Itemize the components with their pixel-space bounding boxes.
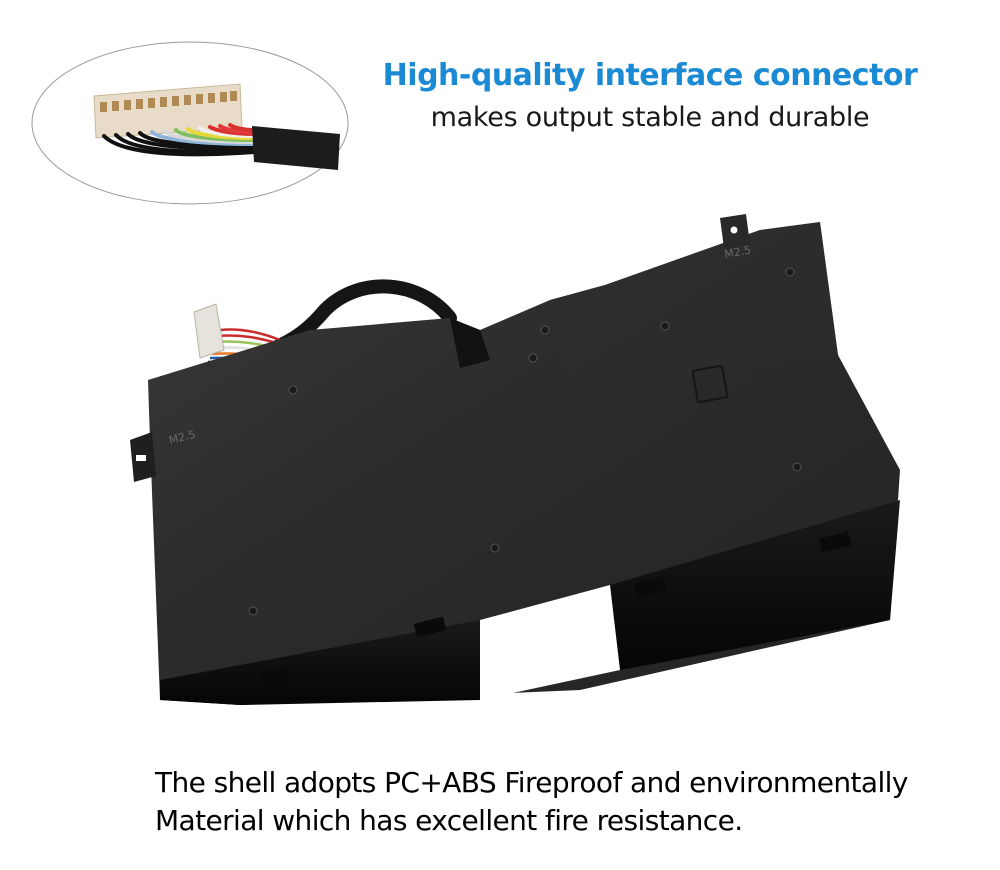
connector-closeup-image <box>31 41 349 205</box>
headline-subtitle: makes output stable and durable <box>430 102 870 133</box>
battery-illustration: M2.5 M2.5 <box>130 214 900 705</box>
headline: High-quality interface connector makes o… <box>360 56 940 138</box>
battery-product-image: M2.5 M2.5 <box>120 200 940 710</box>
label-m25-top: M2.5 <box>723 243 752 260</box>
caption-line-1: The shell adopts PC+ABS Fireproof and en… <box>155 766 908 799</box>
connector-closeup-inset <box>30 40 350 206</box>
headline-title: High-quality interface connector <box>382 58 918 93</box>
caption: The shell adopts PC+ABS Fireproof and en… <box>155 764 995 840</box>
caption-line-2: Material which has excellent fire resist… <box>155 804 743 837</box>
label-m25-side: M2.5 <box>168 428 197 447</box>
